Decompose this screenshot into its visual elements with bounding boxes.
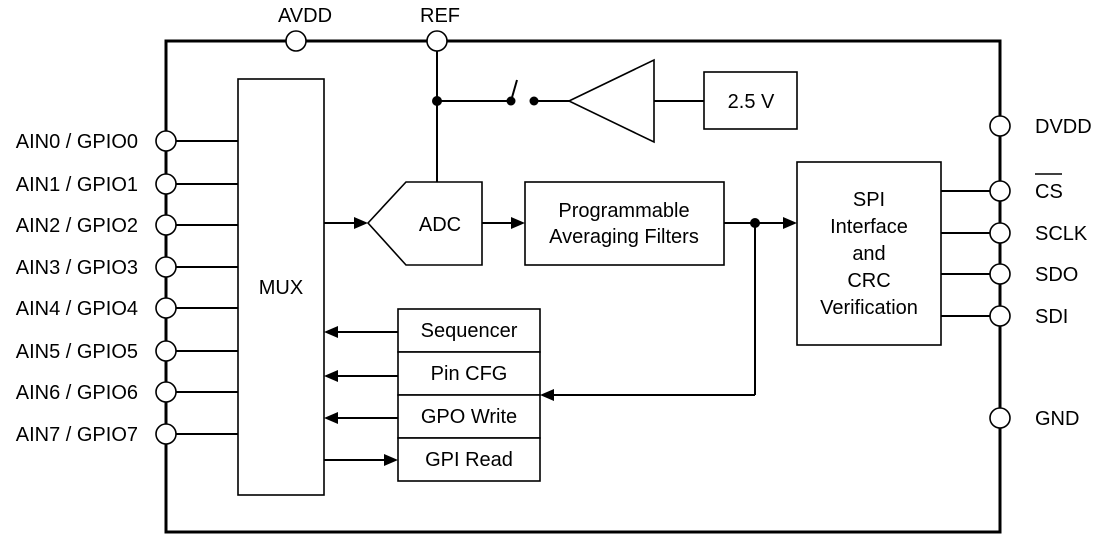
dvdd-label: DVDD xyxy=(1035,116,1092,138)
cs-label: CS xyxy=(1035,181,1063,203)
sequencer-label: Sequencer xyxy=(421,320,518,342)
spi-label-line3: and xyxy=(852,243,885,265)
gpo-write-label: GPO Write xyxy=(421,406,517,428)
spi-label-line4: CRC xyxy=(847,270,890,292)
arrow-head xyxy=(324,370,338,382)
filters-label-line2: Averaging Filters xyxy=(549,226,699,248)
left-pin-label: AIN2 / GPIO2 xyxy=(16,215,138,237)
arrow-head xyxy=(540,389,554,401)
left-pin-label: AIN0 / GPIO0 xyxy=(16,131,138,153)
arrow-head xyxy=(783,217,797,229)
arrow-head xyxy=(324,412,338,424)
gpo-write-block xyxy=(397,394,541,439)
left-pin xyxy=(155,130,177,152)
gnd-label: GND xyxy=(1035,408,1079,430)
left-pin-label: AIN5 / GPIO5 xyxy=(16,341,138,363)
left-pin-label: AIN3 / GPIO3 xyxy=(16,257,138,279)
filters-block xyxy=(524,181,725,266)
switch-blade xyxy=(510,79,518,102)
left-pin xyxy=(155,381,177,403)
sclk-label: SCLK xyxy=(1035,223,1088,245)
arrow-head xyxy=(354,217,368,229)
vref-box xyxy=(703,71,798,130)
dvdd-pin xyxy=(989,115,1011,137)
spi-label-line1: SPI xyxy=(853,189,885,211)
left-pin xyxy=(155,423,177,445)
left-pin xyxy=(155,173,177,195)
left-pin xyxy=(155,340,177,362)
pin-cfg-block xyxy=(397,351,541,396)
pin-cfg-label: Pin CFG xyxy=(431,363,508,385)
left-pin-label: AIN6 / GPIO6 xyxy=(16,382,138,404)
ref-pin xyxy=(426,30,448,52)
adc-label: ADC xyxy=(419,214,461,236)
sequencer-block xyxy=(397,308,541,353)
spi-label-line2: Interface xyxy=(830,216,908,238)
sdo-label: SDO xyxy=(1035,264,1078,286)
left-pins: AIN0 / GPIO0 AIN1 / GPIO1 AIN2 / GPIO2 A… xyxy=(16,130,238,446)
left-pin xyxy=(155,214,177,236)
gpi-read-block xyxy=(397,437,541,482)
cs-pin xyxy=(989,180,1011,202)
avdd-label: AVDD xyxy=(278,5,332,27)
left-pin-label: AIN4 / GPIO4 xyxy=(16,298,138,320)
reference-buffer xyxy=(567,58,655,144)
ref-junction-dot xyxy=(432,96,442,106)
sdo-pin xyxy=(989,263,1011,285)
filters-label-line1: Programmable xyxy=(558,200,689,222)
left-pin-label: AIN1 / GPIO1 xyxy=(16,174,138,196)
sdi-pin xyxy=(989,305,1011,327)
vref-label: 2.5 V xyxy=(728,91,775,113)
avdd-pin xyxy=(285,30,307,52)
ref-label: REF xyxy=(420,5,460,27)
spi-label-line5: Verification xyxy=(820,297,918,319)
chip-outline xyxy=(164,39,1002,534)
arrow-head xyxy=(384,454,398,466)
arrow-head xyxy=(511,217,525,229)
left-pin xyxy=(155,297,177,319)
left-pin-label: AIN7 / GPIO7 xyxy=(16,424,138,446)
mux-block xyxy=(237,78,325,496)
gnd-pin xyxy=(989,407,1011,429)
gpi-read-label: GPI Read xyxy=(425,449,513,471)
sdi-label: SDI xyxy=(1035,306,1068,328)
spi-block xyxy=(796,161,942,346)
sclk-pin xyxy=(989,222,1011,244)
arrow-head xyxy=(324,326,338,338)
mux-label: MUX xyxy=(259,277,303,299)
left-pin xyxy=(155,256,177,278)
